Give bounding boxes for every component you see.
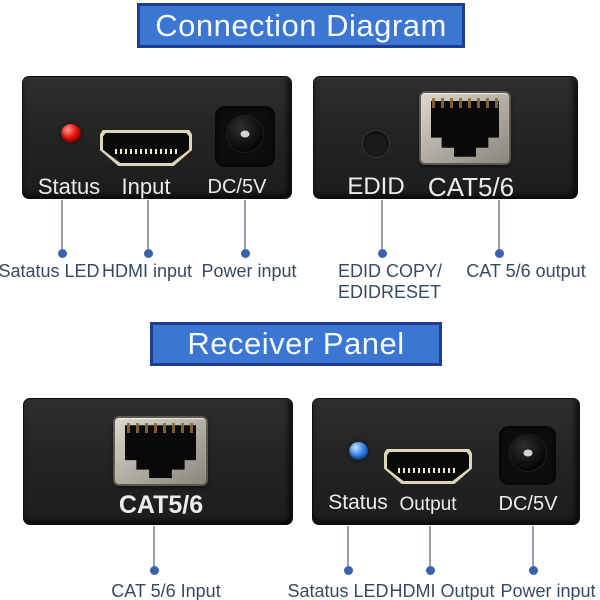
callout-dot-icon xyxy=(495,249,504,258)
edid-button-icon xyxy=(362,130,390,158)
hdmi-pins-icon xyxy=(114,149,178,155)
callout-dot-icon xyxy=(378,249,387,258)
tx-power-label: DC/5V xyxy=(207,176,267,198)
power-input-top-label: Power input xyxy=(201,261,297,281)
callout-line xyxy=(153,526,155,566)
rj45-pins-icon xyxy=(432,97,498,109)
connection-diagram-title: Connection Diagram xyxy=(155,7,447,43)
rj45-cat-input-port-icon xyxy=(113,416,208,486)
callout-line xyxy=(532,526,534,566)
connection-diagram-banner: Connection Diagram xyxy=(137,3,465,48)
dc-power-jack-icon xyxy=(215,106,275,167)
callout-line xyxy=(244,200,246,249)
status-led-bottom-label: Satatus LED xyxy=(287,581,389,600)
hdmi-output-label: HDMI Output xyxy=(389,581,495,600)
status-led-red-icon xyxy=(61,124,81,143)
receiver-cat-panel: CAT5/6 xyxy=(23,398,293,525)
edid-copy-label-line1: EDID COPY/ xyxy=(338,261,443,281)
rcat-cat-label: CAT5/6 xyxy=(118,491,204,519)
dc-power-jack-icon xyxy=(499,426,556,485)
edid-cat-label: CAT5/6 xyxy=(427,172,515,202)
transmitter-panel: Status Input DC/5V xyxy=(22,76,292,199)
callout-dot-icon xyxy=(144,249,153,258)
callout-dot-icon xyxy=(344,566,353,575)
cat-output-label: CAT 5/6 output xyxy=(466,261,586,281)
callout-line xyxy=(498,200,500,249)
callout-line xyxy=(381,200,383,249)
hdmi-output-port-icon xyxy=(384,449,472,484)
rout-output-label: Output xyxy=(399,494,457,515)
rj45-pins-icon xyxy=(126,422,195,433)
power-input-bottom-label: Power input xyxy=(500,581,596,600)
callout-line xyxy=(429,526,431,566)
hdmi-input-port-icon xyxy=(100,130,192,166)
status-led-top-label: Satatus LED xyxy=(0,261,100,281)
edid-cat-panel: EDID CAT5/6 xyxy=(313,76,578,202)
callout-line xyxy=(61,200,63,249)
callout-dot-icon xyxy=(58,249,67,258)
hdmi-pins-icon xyxy=(398,467,458,473)
tx-status-label: Status xyxy=(37,174,101,199)
status-led-blue-icon xyxy=(349,442,368,460)
callout-line xyxy=(347,526,349,566)
tx-input-label: Input xyxy=(121,174,171,199)
callout-dot-icon xyxy=(529,566,538,575)
callout-dot-icon xyxy=(426,566,435,575)
hdmi-input-label: HDMI input xyxy=(101,261,193,281)
receiver-output-panel: Status Output DC/5V xyxy=(312,398,580,525)
receiver-panel-banner: Receiver Panel xyxy=(150,322,442,366)
edid-label: EDID xyxy=(347,173,405,200)
callout-dot-icon xyxy=(150,566,159,575)
edid-copy-label-line2: EDIDRESET xyxy=(338,282,442,302)
rout-power-label: DC/5V xyxy=(498,493,558,515)
rout-status-label: Status xyxy=(328,491,388,514)
callout-dot-icon xyxy=(241,249,250,258)
callout-line xyxy=(147,200,149,249)
rj45-cat-output-port-icon xyxy=(419,91,511,165)
cat-input-label: CAT 5/6 Input xyxy=(111,581,221,600)
receiver-panel-title: Receiver Panel xyxy=(187,326,405,361)
